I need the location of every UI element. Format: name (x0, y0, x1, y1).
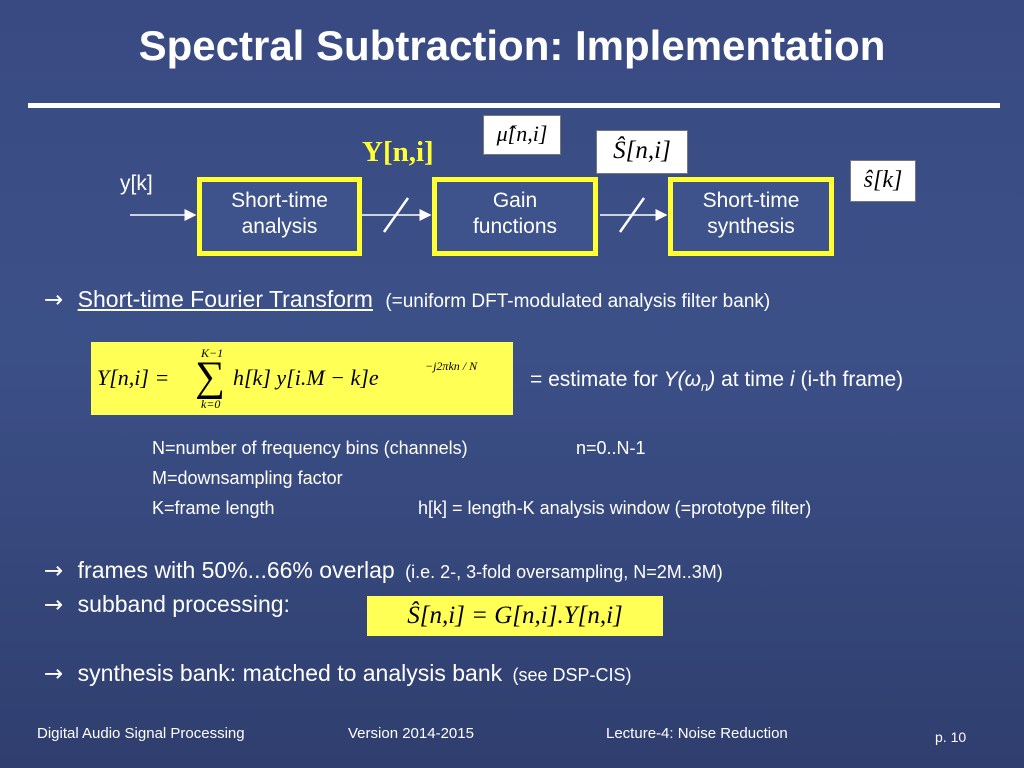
def-N: N=number of frequency bins (channels) (152, 438, 468, 458)
block-synthesis-line1: Short-time (702, 189, 800, 212)
def-K: K=frame length (152, 498, 275, 518)
diagram-arrows (130, 197, 668, 233)
block-gain-line2: functions (472, 215, 558, 238)
bullet-arrow-icon: → (44, 558, 64, 584)
estimate-symbol: Y(ω (663, 368, 702, 391)
estimate-sub: n (701, 379, 709, 395)
s-output-label-box: ŝ[k] (850, 160, 916, 202)
block-short-time-synthesis: Short-time synthesis (668, 177, 834, 256)
block-analysis-line1: Short-time (231, 189, 328, 212)
estimate-description: = estimate for Y(ωn) at time i (i-th fra… (530, 368, 903, 394)
synthesis-small: (see DSP-CIS) (512, 665, 632, 685)
formula-exponent: −j2πkn / N (425, 359, 478, 373)
subband-formula-box: Ŝ[n,i] = G[n,i].Y[n,i] (367, 596, 663, 636)
slide-title: Spectral Subtraction: Implementation (138, 22, 886, 69)
subband-main: subband processing: (77, 591, 290, 617)
bullet-synthesis: → synthesis bank: matched to analysis ba… (44, 660, 632, 687)
bullet-subband: → subband processing: (44, 591, 290, 618)
estimate-mid: at time (721, 368, 785, 391)
overlap-small: (i.e. 2-, 3-fold oversampling, N=2M..3M) (405, 562, 723, 582)
def-n-range: n=0..N-1 (576, 438, 646, 458)
Y-label: Y[n,i] (362, 136, 434, 168)
footer-lecture: Lecture-4: Noise Reduction (606, 725, 788, 742)
overlap-main: frames with 50%...66% overlap (77, 557, 395, 583)
summation-icon: ∑ (195, 354, 225, 400)
def-hk: h[k] = length-K analysis window (=protot… (418, 498, 812, 518)
bus-slash-1 (382, 197, 410, 233)
footer-version: Version 2014-2015 (348, 725, 474, 742)
sum-lower-limit: k=0 (201, 397, 221, 411)
estimate-close: ) (708, 368, 716, 391)
footer-course: Digital Audio Signal Processing (37, 725, 245, 742)
synthesis-main: synthesis bank: matched to analysis bank (77, 660, 503, 686)
def-M: M=downsampling factor (152, 468, 343, 488)
stft-formula-box: Y[n,i] = K−1 ∑ k=0 h[k] y[i.M − k]e −j2π… (91, 342, 513, 415)
sum-upper-limit: K−1 (201, 346, 224, 360)
bullet-arrow-icon: → (44, 287, 64, 313)
estimate-suffix: (i-th frame) (800, 368, 904, 391)
formula-body: h[k] y[i.M − k]e (233, 365, 379, 390)
bullet-arrow-icon: → (44, 661, 64, 687)
title-rule (28, 103, 1000, 108)
bullet-stft: → Short-time Fourier Transform (=uniform… (44, 286, 770, 313)
block-synthesis-line2: synthesis (707, 215, 795, 238)
formula-lhs: Y[n,i] = (97, 365, 170, 390)
estimate-i: i (789, 368, 795, 391)
bus-slash-2 (618, 197, 646, 233)
stft-paren: (=uniform DFT-modulated analysis filter … (385, 291, 771, 312)
mu-label-box: μ̂[n,i] (483, 115, 561, 155)
bullet-overlap: → frames with 50%...66% overlap (i.e. 2-… (44, 557, 723, 584)
S-label-box: Ŝ[n,i] (596, 130, 688, 174)
estimate-prefix: = estimate for (530, 368, 658, 391)
bullet-arrow-icon: → (44, 592, 64, 618)
block-short-time-analysis: Short-time analysis (197, 177, 362, 256)
block-gain-functions: Gain functions (432, 177, 598, 256)
block-gain-line1: Gain (492, 189, 538, 212)
block-analysis-line2: analysis (241, 215, 318, 238)
input-label: y[k] (120, 172, 153, 195)
footer-page-number: p. 10 (935, 729, 967, 745)
stft-link[interactable]: Short-time Fourier Transform (77, 286, 373, 312)
